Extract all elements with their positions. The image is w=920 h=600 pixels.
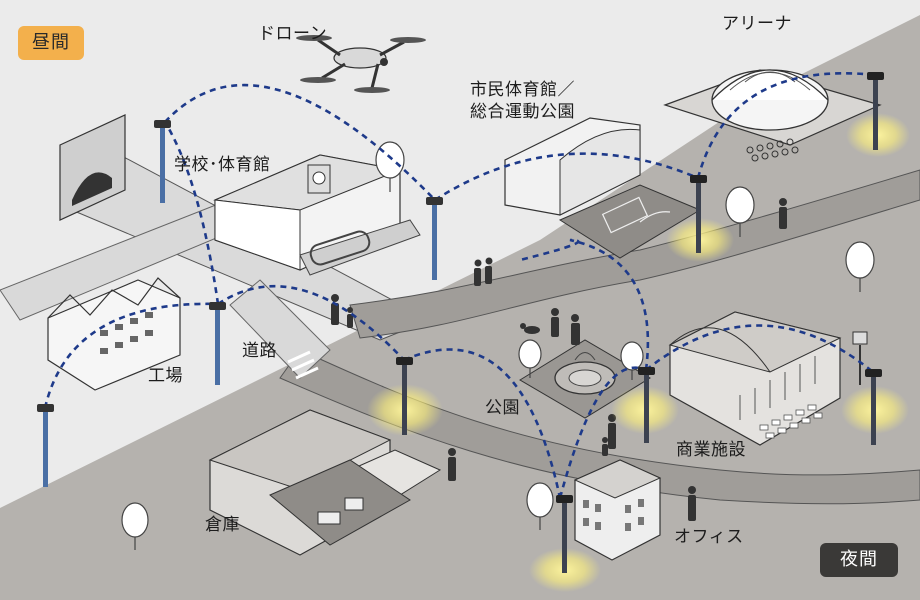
office-building xyxy=(573,459,662,561)
person-icon xyxy=(779,198,787,229)
smart-pole-icon xyxy=(556,495,573,573)
smart-pole-icon xyxy=(690,175,707,253)
smart-pole-icon xyxy=(154,120,171,203)
gym-building xyxy=(504,117,702,259)
smart-pole-icon xyxy=(867,72,884,150)
office-label: オフィス xyxy=(674,527,744,547)
warehouse-label: 倉庫 xyxy=(205,515,240,535)
person-icon xyxy=(571,314,580,345)
smart-pole-icon xyxy=(37,404,54,487)
factory-label: 工場 xyxy=(148,366,183,386)
road-main-night xyxy=(349,169,920,339)
person-icon xyxy=(551,308,559,337)
crosswalk xyxy=(287,350,319,380)
drone-icon xyxy=(296,35,426,93)
park-plaza xyxy=(519,339,651,419)
smart-pole-icon xyxy=(865,369,882,445)
smart-pole-icon xyxy=(638,367,655,443)
person-icon xyxy=(688,486,696,521)
tree-icon xyxy=(620,341,644,380)
person-icon xyxy=(602,437,608,456)
road-label: 道路 xyxy=(242,341,277,361)
tree-icon xyxy=(845,241,875,292)
gym-label-line2: 総合運動公園 xyxy=(470,102,575,122)
smart-pole-icon xyxy=(209,302,226,385)
person-icon xyxy=(331,294,339,325)
person-icon xyxy=(448,448,456,481)
school-building xyxy=(213,154,421,276)
person-icon xyxy=(347,307,353,328)
commercial-label: 商業施設 xyxy=(676,440,746,460)
warehouse-building xyxy=(208,409,442,556)
tunnel xyxy=(59,114,126,221)
person-icon xyxy=(474,259,482,286)
tree-icon xyxy=(526,482,554,530)
arena-label: アリーナ xyxy=(722,14,792,34)
nighttime-badge: 夜間 xyxy=(820,543,898,577)
school-label: 学校･体育館 xyxy=(174,155,271,175)
person-icon xyxy=(485,257,493,284)
arena-building xyxy=(663,69,882,162)
tree-icon xyxy=(518,339,542,378)
trees xyxy=(121,141,875,550)
smart-pole-icon xyxy=(426,197,443,280)
tree-icon xyxy=(121,502,149,550)
network-links xyxy=(43,72,876,499)
smart-pole-icon xyxy=(396,357,413,435)
commercial-building xyxy=(668,311,868,446)
tree-icon xyxy=(725,186,755,237)
factory-building xyxy=(47,277,181,391)
drone-label: ドローン xyxy=(258,24,328,44)
park-label: 公園 xyxy=(485,398,520,418)
gym-label-line1: 市民体育館／ xyxy=(470,80,575,100)
smart-poles xyxy=(37,72,884,573)
daytime-badge: 昼間 xyxy=(18,26,84,60)
dog-icon xyxy=(520,323,540,334)
